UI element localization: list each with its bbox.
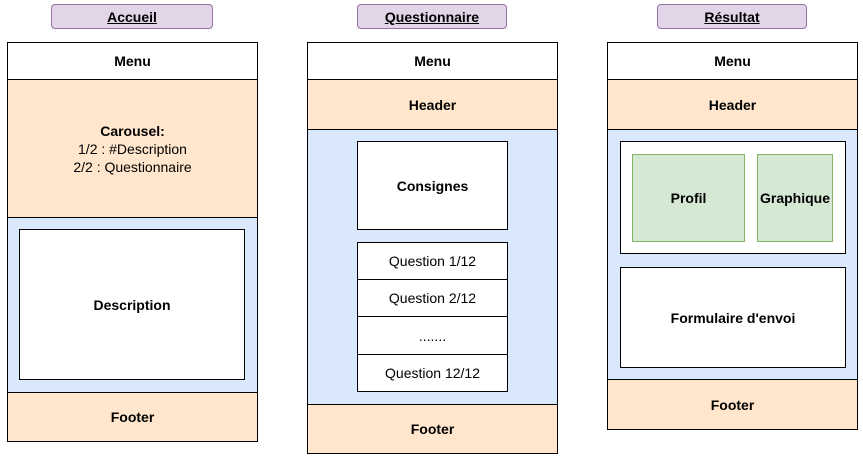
accueil-footer: Footer	[7, 392, 258, 442]
formulaire-label: Formulaire d'envoi	[670, 309, 796, 326]
questionnaire-header: Header	[307, 79, 558, 130]
questionnaire-menu: Menu	[307, 42, 558, 80]
resultat-footer-label: Footer	[710, 396, 755, 413]
resultat-header: Header	[607, 79, 858, 130]
resultat-formulaire: Formulaire d'envoi	[620, 267, 846, 368]
questionnaire-footer-label: Footer	[410, 421, 455, 437]
questionnaire-header-label: Header	[408, 96, 457, 113]
tab-accueil[interactable]: Accueil	[51, 4, 213, 29]
graphique-label: Graphique	[759, 190, 830, 206]
question-item-ellipsis: .......	[357, 316, 508, 355]
carousel-line-2: 2/2 : Questionnaire	[73, 158, 192, 175]
tab-questionnaire-label: Questionnaire	[384, 8, 480, 25]
accueil-menu-label: Menu	[114, 53, 151, 69]
tab-questionnaire[interactable]: Questionnaire	[357, 4, 507, 29]
resultat-graphique: Graphique	[757, 154, 833, 242]
questionnaire-menu-label: Menu	[414, 53, 451, 69]
question-label: Question 1/12	[388, 253, 477, 269]
tab-resultat-label: Résultat	[704, 8, 760, 25]
question-item-12: Question 12/12	[357, 354, 508, 392]
resultat-menu: Menu	[607, 42, 858, 80]
carousel-title: Carousel:	[100, 122, 165, 139]
profil-label: Profil	[670, 190, 707, 206]
question-item-2: Question 2/12	[357, 279, 508, 317]
question-label: .......	[418, 327, 447, 344]
question-label: Question 2/12	[388, 290, 477, 306]
question-label: Question 12/12	[385, 365, 480, 381]
questionnaire-footer: Footer	[307, 404, 558, 454]
resultat-profil: Profil	[632, 154, 745, 242]
resultat-footer: Footer	[607, 379, 858, 430]
accueil-footer-label: Footer	[110, 409, 155, 425]
questionnaire-consignes: Consignes	[357, 141, 508, 230]
carousel-text: Carousel: 1/2 : #Description 2/2 : Quest…	[73, 122, 191, 176]
tab-resultat[interactable]: Résultat	[657, 4, 807, 29]
resultat-menu-label: Menu	[714, 53, 751, 69]
accueil-carousel: Carousel: 1/2 : #Description 2/2 : Quest…	[7, 79, 258, 218]
consignes-label: Consignes	[396, 177, 469, 194]
description-label: Description	[93, 296, 171, 313]
tab-accueil-label: Accueil	[107, 8, 157, 25]
question-item-1: Question 1/12	[357, 242, 508, 280]
carousel-line-1: 1/2 : #Description	[78, 140, 187, 157]
accueil-menu: Menu	[7, 42, 258, 80]
resultat-header-label: Header	[708, 96, 757, 113]
accueil-description: Description	[19, 229, 245, 380]
